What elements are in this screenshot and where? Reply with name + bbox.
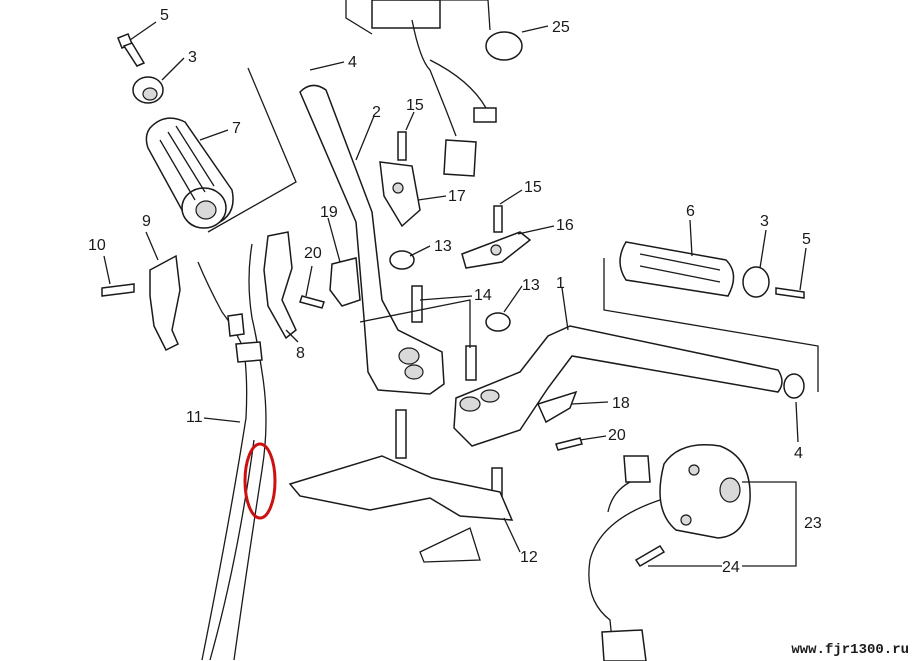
watermark-url: www.fjr1300.ru bbox=[791, 642, 909, 658]
callout-19: 19 bbox=[320, 204, 338, 221]
part-13-nut-left bbox=[389, 250, 415, 270]
callout-20-left: 20 bbox=[304, 245, 322, 262]
part-16-bracket bbox=[461, 231, 532, 269]
callout-1: 1 bbox=[556, 275, 565, 292]
callout-25: 25 bbox=[552, 19, 570, 36]
callout-labels: 5 3 7 9 10 4 2 15 17 25 19 20 13 14 12 1… bbox=[88, 7, 822, 576]
part-3-bar-end-left bbox=[132, 76, 164, 104]
callout-24: 24 bbox=[722, 559, 740, 576]
part-25-cap bbox=[485, 31, 523, 61]
callout-14: 14 bbox=[474, 287, 492, 304]
callout-8: 8 bbox=[296, 345, 305, 362]
callout-11: 11 bbox=[186, 409, 203, 426]
part-5-bolt-left bbox=[117, 33, 146, 67]
part-8-lever-holder bbox=[263, 231, 297, 340]
part-7-throttle-grip bbox=[145, 117, 234, 229]
part-11-throttle-cables bbox=[197, 243, 267, 661]
part-12-lower-holder bbox=[288, 409, 514, 563]
callout-23: 23 bbox=[804, 515, 822, 532]
part-6-left-grip bbox=[619, 241, 735, 297]
part-2-left-handlebar bbox=[299, 84, 445, 395]
callout-13-right: 13 bbox=[522, 277, 540, 294]
callout-2: 2 bbox=[372, 104, 381, 121]
callout-7: 7 bbox=[232, 120, 241, 137]
part-17-bracket bbox=[379, 161, 421, 228]
part-15-bolt-right bbox=[493, 205, 503, 233]
top-switch-wiring bbox=[345, 0, 497, 177]
part-14-bolts bbox=[411, 285, 477, 381]
callout-13-left: 13 bbox=[434, 238, 452, 255]
part-18-clamp bbox=[536, 390, 578, 424]
callout-3-left: 3 bbox=[188, 49, 197, 66]
highlight-ellipse bbox=[243, 442, 277, 520]
callout-9: 9 bbox=[142, 213, 151, 230]
part-9-brake-lever bbox=[149, 254, 181, 352]
part-4-end-cap-right bbox=[783, 373, 805, 399]
part-20-screw-left bbox=[299, 295, 325, 309]
callout-17: 17 bbox=[448, 188, 466, 205]
part-24-screw bbox=[634, 544, 666, 568]
part-19-bracket bbox=[329, 257, 361, 307]
part-13-nut-right bbox=[485, 312, 511, 332]
callout-5-right: 5 bbox=[802, 231, 811, 248]
part-5-bolt-right bbox=[775, 287, 805, 299]
callout-4-right: 4 bbox=[794, 445, 803, 462]
callout-3-right: 3 bbox=[760, 213, 769, 230]
callout-18: 18 bbox=[612, 395, 630, 412]
part-3-bar-end-right bbox=[742, 266, 770, 298]
part-15-bolt-upper bbox=[397, 131, 407, 161]
callout-15-top: 15 bbox=[406, 97, 424, 114]
callout-5-left: 5 bbox=[160, 7, 169, 24]
callout-10: 10 bbox=[88, 237, 106, 254]
part-23-handlebar-switch bbox=[588, 444, 751, 661]
callout-6: 6 bbox=[686, 203, 695, 220]
callout-15-right: 15 bbox=[524, 179, 542, 196]
callout-4-top: 4 bbox=[348, 54, 357, 71]
callout-16: 16 bbox=[556, 217, 574, 234]
part-20-screw-right bbox=[555, 437, 583, 451]
callout-20-right: 20 bbox=[608, 427, 626, 444]
leader-lines bbox=[103, 21, 807, 567]
part-1-right-handlebar bbox=[453, 325, 783, 447]
callout-12: 12 bbox=[520, 549, 538, 566]
part-10-bolt bbox=[101, 283, 135, 297]
